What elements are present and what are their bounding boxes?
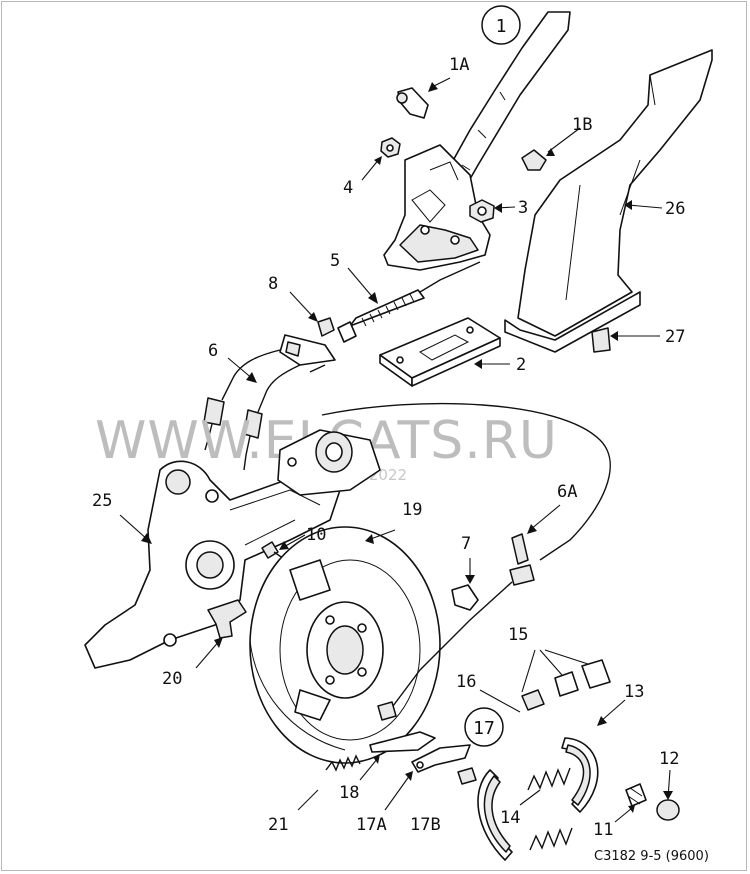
group-marker-1-label: 1 bbox=[496, 16, 507, 37]
adjuster-spring-11 bbox=[614, 783, 647, 823]
label-4: 4 bbox=[343, 178, 353, 198]
label-17A: 17A bbox=[356, 815, 387, 835]
group-marker-1: 1 bbox=[481, 5, 521, 45]
strut-18 bbox=[359, 731, 436, 781]
cable-adjuster-5 bbox=[337, 261, 481, 343]
label-17B: 17B bbox=[410, 815, 441, 835]
label-6A: 6A bbox=[557, 482, 577, 502]
cable-bracket-7 bbox=[451, 558, 479, 611]
nut-4 bbox=[361, 137, 401, 181]
drawing-code: C3182 9-5 (9600) bbox=[594, 849, 709, 864]
mounting-plate-2 bbox=[379, 317, 510, 387]
clip-27 bbox=[591, 327, 660, 353]
label-16: 16 bbox=[456, 672, 476, 692]
clip-20 bbox=[195, 599, 247, 669]
group-marker-17: 17 bbox=[464, 707, 504, 747]
cable-end-6A bbox=[509, 504, 561, 586]
label-21: 21 bbox=[268, 815, 288, 835]
console-boot-26 bbox=[504, 49, 713, 353]
label-2: 2 bbox=[516, 355, 526, 375]
label-1A: 1A bbox=[449, 55, 469, 75]
label-1B: 1B bbox=[572, 115, 592, 135]
label-14: 14 bbox=[500, 808, 520, 828]
caliper-bracket bbox=[277, 429, 381, 496]
wheel-knuckle-25 bbox=[84, 460, 341, 669]
brake-shoe-lower-13 bbox=[477, 769, 513, 861]
handbrake-switch-1A bbox=[396, 77, 451, 119]
label-15: 15 bbox=[508, 625, 528, 645]
label-12: 12 bbox=[659, 749, 679, 769]
nut-3 bbox=[469, 199, 516, 223]
label-26: 26 bbox=[665, 199, 685, 219]
handbrake-lever bbox=[383, 11, 571, 271]
adjuster-15 bbox=[521, 649, 611, 711]
label-18: 18 bbox=[339, 783, 359, 803]
label-8: 8 bbox=[268, 274, 278, 294]
label-3: 3 bbox=[518, 198, 528, 218]
label-7: 7 bbox=[461, 534, 471, 554]
handbrake-cable-arc bbox=[321, 402, 611, 561]
clip-17B bbox=[457, 767, 477, 785]
label-27: 27 bbox=[665, 327, 685, 347]
backing-plate-19 bbox=[249, 526, 441, 764]
label-20: 20 bbox=[162, 669, 182, 689]
label-13: 13 bbox=[624, 682, 644, 702]
cap-12 bbox=[656, 769, 680, 821]
label-6: 6 bbox=[208, 341, 218, 361]
springs-14 bbox=[519, 767, 573, 851]
label-11: 11 bbox=[593, 820, 613, 840]
brake-shoe-upper-13 bbox=[561, 699, 626, 813]
rear-cable-16 bbox=[377, 581, 521, 721]
bolt-1B bbox=[521, 127, 581, 171]
label-5: 5 bbox=[330, 251, 340, 271]
clip-8 bbox=[289, 291, 335, 337]
cable-set-6 bbox=[203, 334, 336, 471]
lever-17A bbox=[384, 744, 471, 811]
group-marker-17-label: 17 bbox=[473, 718, 495, 739]
label-10: 10 bbox=[306, 525, 326, 545]
label-25: 25 bbox=[92, 491, 112, 511]
label-19: 19 bbox=[402, 500, 422, 520]
spring-21 bbox=[297, 754, 361, 811]
